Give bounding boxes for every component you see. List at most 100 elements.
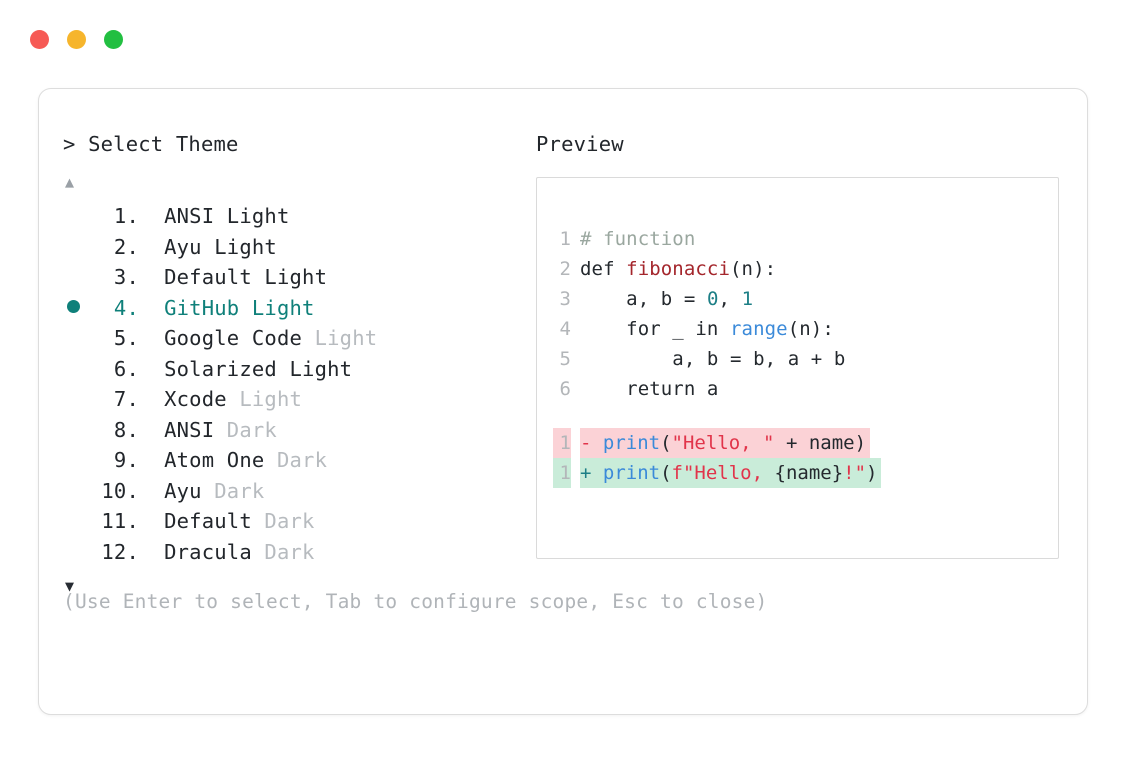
diff-sign: +: [580, 462, 603, 484]
diff-content: + print(f"Hello, {name}!"): [580, 458, 882, 488]
code-token: !": [843, 462, 867, 484]
code-token: fibonacci: [626, 258, 731, 280]
line-number: 5: [559, 348, 571, 370]
theme-list-item[interactable]: 8. ANSI Dark: [63, 415, 533, 446]
theme-item-name: ANSI: [139, 417, 227, 442]
theme-item-name: Default: [139, 509, 265, 533]
line-number: 3: [559, 288, 571, 310]
scroll-down-icon[interactable]: ▼: [65, 577, 75, 595]
code-text: a, b = 0, 1: [580, 284, 753, 314]
window-close-dot[interactable]: [30, 30, 49, 49]
code-text: for _ in range(n):: [580, 314, 834, 344]
code-token: "Hello, ": [671, 432, 775, 454]
theme-item-name: GitHub Light: [139, 295, 315, 320]
code-token: {name}: [774, 462, 844, 484]
code-line: 1 # function: [537, 224, 1058, 254]
code-token: 0: [706, 288, 719, 310]
window-maximize-dot[interactable]: [104, 30, 123, 49]
line-number: 6: [559, 378, 571, 400]
line-number: 1: [553, 458, 571, 488]
theme-list-item[interactable]: 1. ANSI Light: [63, 201, 533, 232]
theme-item-index: 3.: [113, 265, 139, 289]
code-text: return a: [580, 374, 718, 404]
theme-list-item[interactable]: 11. Default Dark: [63, 506, 533, 537]
scroll-up-icon[interactable]: ▲: [65, 173, 75, 191]
code-token: (n):: [730, 258, 777, 280]
theme-item-variant: Dark: [226, 417, 277, 442]
theme-item-variant: Dark: [264, 539, 315, 564]
diff-content: - print("Hello, " + name): [580, 428, 871, 458]
code-line: 6 return a: [537, 374, 1058, 404]
code-token: 1: [741, 288, 754, 310]
theme-item-index: 6.: [113, 356, 139, 381]
theme-item-variant: Light: [314, 326, 378, 350]
line-number: 2: [559, 258, 571, 280]
theme-list-item[interactable]: 5. Google Code Light: [63, 323, 533, 354]
theme-item-name: Xcode: [139, 387, 240, 411]
code-token: (: [660, 432, 672, 454]
code-token: a, b =: [580, 288, 707, 310]
selected-dot: [67, 299, 80, 313]
code-token: for _ in: [580, 318, 731, 340]
theme-item-index: 10.: [101, 478, 139, 503]
keyboard-hint: (Use Enter to select, Tab to configure s…: [63, 590, 768, 613]
theme-item-index: 12.: [101, 539, 139, 564]
theme-item-index: 2.: [113, 234, 139, 259]
theme-item-index: 5.: [113, 326, 139, 350]
code-token: return a: [580, 378, 719, 400]
window-titlebar: [30, 30, 123, 49]
preview-title: Preview: [536, 132, 624, 156]
theme-list-item[interactable]: 9. Atom One Dark: [63, 445, 533, 476]
select-theme-title: > Select Theme: [63, 132, 239, 156]
code-token: (n):: [787, 318, 834, 340]
theme-item-variant: Dark: [214, 478, 265, 503]
theme-item-name: Ayu Light: [139, 234, 277, 259]
theme-list-item[interactable]: 3. Default Light: [63, 262, 533, 293]
code-token: a, b = b, a + b: [580, 348, 846, 370]
theme-item-name: Google Code: [139, 326, 315, 350]
code-token: ): [866, 462, 878, 484]
code-token: (: [660, 462, 672, 484]
theme-item-index: 8.: [113, 417, 139, 442]
theme-item-name: Solarized Light: [139, 356, 353, 381]
theme-item-name: Dracula: [139, 539, 265, 564]
line-number: 1: [559, 228, 571, 250]
line-number: 4: [559, 318, 571, 340]
code-token: print: [602, 432, 661, 454]
code-text: # function: [580, 224, 695, 254]
selected-bullet-icon: [63, 293, 93, 324]
code-line: 2 def fibonacci(n):: [537, 254, 1058, 284]
theme-item-index: 4.: [113, 295, 139, 320]
theme-item-name: ANSI Light: [139, 204, 290, 228]
theme-list-item[interactable]: 10. Ayu Dark: [63, 476, 533, 507]
theme-item-index: 11.: [101, 509, 139, 533]
code-line: 3 a, b = 0, 1: [537, 284, 1058, 314]
line-number: 1: [553, 428, 571, 458]
code-line: 4 for _ in range(n):: [537, 314, 1058, 344]
code-token: f"Hello,: [671, 462, 775, 484]
diff-sample: 1- print("Hello, " + name)1+ print(f"Hel…: [537, 428, 1058, 488]
theme-list-item[interactable]: 12. Dracula Dark: [63, 537, 533, 568]
theme-item-variant: Light: [239, 387, 303, 411]
theme-item-index: 9.: [113, 448, 139, 472]
theme-item-variant: Dark: [276, 448, 328, 472]
code-token: range: [730, 318, 788, 340]
theme-list-item[interactable]: 4. GitHub Light: [63, 293, 533, 324]
code-token: def: [580, 258, 627, 280]
theme-list-item[interactable]: 6. Solarized Light: [63, 354, 533, 385]
code-token: print: [602, 462, 661, 484]
theme-item-name: Default Light: [139, 265, 328, 289]
theme-list-item[interactable]: 2. Ayu Light: [63, 232, 533, 263]
theme-list-item[interactable]: 7. Xcode Light: [63, 384, 533, 415]
code-token: + name): [774, 432, 867, 454]
code-token: ,: [718, 288, 742, 310]
code-line: 5 a, b = b, a + b: [537, 344, 1058, 374]
code-spacer: [537, 404, 1058, 428]
window-minimize-dot[interactable]: [67, 30, 86, 49]
